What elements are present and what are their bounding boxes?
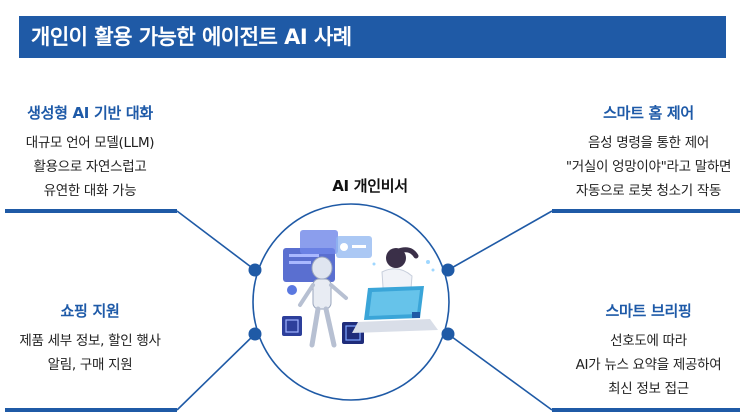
panel-generative-chat: 생성형 AI 기반 대화 대규모 언어 모델(LLM) 활용으로 자연스럽고 유… <box>0 102 180 203</box>
header-bar: 개인이 활용 가능한 에이전트 AI 사례 <box>19 16 726 58</box>
underline-top-left <box>5 209 177 213</box>
panel-line: "거실이 엉망이야"라고 말하면 <box>565 159 732 175</box>
center-label: AI 개인비서 <box>332 177 408 195</box>
underline-top-right <box>552 209 740 213</box>
panel-title: 생성형 AI 기반 대화 <box>27 104 153 122</box>
ai-assistant-illustration <box>282 230 438 348</box>
node-dot-top-right <box>441 263 455 277</box>
panel-title: 쇼핑 지원 <box>60 302 120 320</box>
connector-top-right <box>447 210 553 271</box>
panel-title: 스마트 브리핑 <box>605 302 692 320</box>
connector-top-left <box>176 210 256 271</box>
underline-bottom-left <box>5 408 177 412</box>
page-title: 개인이 활용 가능한 에이전트 AI 사례 <box>31 25 352 49</box>
panel-line: 알림, 구매 지원 <box>47 357 133 373</box>
panel-line: AI가 뉴스 요약을 제공하여 <box>575 357 722 373</box>
node-dot-top-left <box>248 263 262 277</box>
panel-smart-briefing: 스마트 브리핑 선호도에 따라 AI가 뉴스 요약을 제공하여 최신 정보 접근 <box>552 300 745 401</box>
panel-line: 음성 명령을 통한 제어 <box>587 135 710 151</box>
panel-line: 제품 세부 정보, 할인 행사 <box>19 333 161 349</box>
panel-line: 활용으로 자연스럽고 <box>33 159 147 175</box>
connector-bottom-left <box>176 333 256 411</box>
panel-line: 선호도에 따라 <box>610 333 687 349</box>
panel-line: 최신 정보 접근 <box>608 381 689 397</box>
underline-bottom-right <box>552 408 740 412</box>
panel-smart-home: 스마트 홈 제어 음성 명령을 통한 제어 "거실이 엉망이야"라고 말하면 자… <box>552 102 745 203</box>
connector-bottom-right <box>447 333 553 411</box>
panel-line: 유연한 대화 가능 <box>43 183 137 199</box>
panel-title: 스마트 홈 제어 <box>603 104 694 122</box>
panel-line: 대규모 언어 모델(LLM) <box>25 135 155 151</box>
node-dot-bottom-right <box>441 327 455 341</box>
panel-shopping: 쇼핑 지원 제품 세부 정보, 할인 행사 알림, 구매 지원 <box>0 300 180 377</box>
node-dot-bottom-left <box>248 327 262 341</box>
panel-line: 자동으로 로봇 청소기 작동 <box>575 183 722 199</box>
